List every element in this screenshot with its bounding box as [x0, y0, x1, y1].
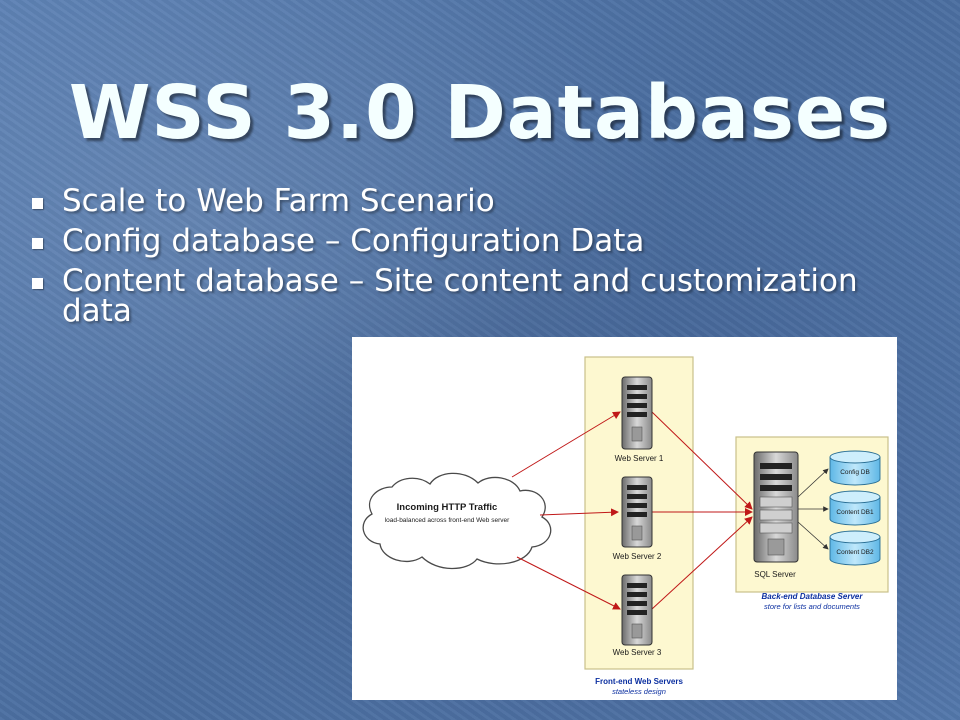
square-bullet-icon: [32, 198, 43, 209]
bullet-item: Scale to Web Farm Scenario: [30, 183, 930, 219]
front-end-title: Front-end Web Servers: [595, 677, 683, 686]
web-server-2-icon: [621, 476, 653, 548]
content-db1-label: Content DB1: [836, 509, 874, 516]
traffic-subtitle: load-balanced across front-end Web serve…: [385, 517, 510, 524]
link-line: [651, 516, 753, 610]
bullet-item: Content database – Site content and cust…: [30, 263, 930, 329]
config-db-label: Config DB: [840, 469, 870, 476]
bullet-text: Content database – Site content and cust…: [62, 263, 858, 329]
diagram-canvas: Incoming HTTP Traffic load-balanced acro…: [362, 356, 889, 696]
web-server-3-label: Web Server 3: [613, 648, 662, 657]
web-server-1-icon: [621, 376, 653, 450]
bullet-text: Scale to Web Farm Scenario: [62, 183, 495, 219]
front-end-subtitle: stateless design: [612, 687, 666, 696]
cloud-icon: [362, 472, 552, 570]
square-bullet-icon: [32, 278, 43, 289]
web-server-2-label: Web Server 2: [613, 552, 662, 561]
sql-server-icon: [753, 451, 799, 563]
sql-server-label: SQL Server: [754, 570, 796, 579]
bullet-list: Scale to Web Farm Scenario Config databa…: [30, 186, 930, 336]
slide-title: WSS 3.0 Databases: [68, 70, 892, 156]
bullet-item: Config database – Configuration Data: [30, 223, 930, 259]
link-line: [651, 411, 753, 510]
square-bullet-icon: [32, 238, 43, 249]
traffic-title: Incoming HTTP Traffic: [397, 502, 498, 513]
link-line: [539, 508, 619, 517]
web-server-1-label: Web Server 1: [615, 454, 664, 463]
content-db1-icon: [829, 490, 881, 526]
bullet-text: Config database – Configuration Data: [62, 223, 645, 259]
back-end-subtitle: store for lists and documents: [764, 602, 860, 611]
web-farm-diagram: Incoming HTTP Traffic load-balanced acro…: [352, 337, 897, 700]
content-db2-label: Content DB2: [836, 549, 874, 556]
content-db2-icon: [829, 530, 881, 566]
back-end-title: Back-end Database Server: [762, 592, 864, 601]
db-link-line: [797, 468, 829, 498]
db-link-line: [797, 521, 829, 550]
web-server-3-icon: [621, 574, 653, 646]
config-db-icon: [829, 450, 881, 486]
link-line: [511, 411, 621, 478]
link-line: [516, 556, 621, 610]
